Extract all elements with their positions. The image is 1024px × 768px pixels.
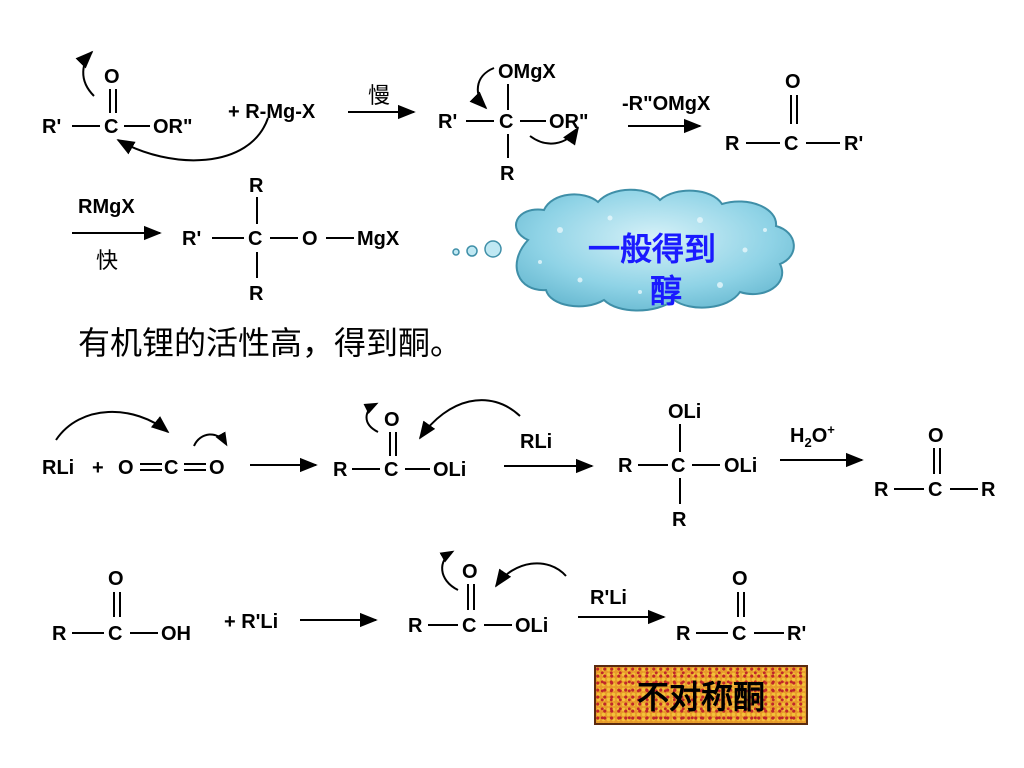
intermediate-top: OMgX — [498, 61, 556, 83]
grignard-reagent: + R-Mg-X — [228, 101, 316, 123]
reaction4-carboxylate: O R C OLi — [408, 550, 567, 637]
ketone-center: C — [784, 133, 798, 155]
ester-carbonyl-o: O — [104, 66, 120, 88]
reaction4-ketone: O R C R' — [676, 568, 806, 645]
plus-sign-3: + — [92, 457, 104, 479]
dilithio-top: OLi — [668, 401, 701, 423]
acid-left: R — [52, 623, 67, 645]
rprime-li-label: R'Li — [590, 587, 627, 609]
alkoxide-top: R — [249, 175, 264, 197]
acid-right: OH — [161, 623, 191, 645]
cloud-text-line2: 醇 — [650, 272, 682, 310]
reaction3-ketone: O R C R — [874, 425, 996, 501]
co2-o1: O — [118, 457, 134, 479]
organolithium: RLi — [42, 457, 74, 479]
carboxylate4-right: OLi — [515, 615, 548, 637]
curved-arrow-nucleophile — [116, 117, 269, 162]
elimination-label: -R"OMgX — [622, 93, 711, 115]
sym-ketone-right: R — [981, 479, 996, 501]
dilithio-right: OLi — [724, 455, 757, 477]
ketone-o: O — [785, 71, 801, 93]
carboxylate-right: OLi — [433, 459, 466, 481]
thought-bubbles — [452, 240, 502, 258]
alkoxide-bottom: R — [249, 283, 264, 305]
carboxylate-center: C — [384, 459, 398, 481]
intermediate-bottom: R — [500, 163, 515, 185]
reaction1-intermediate: OMgX R' C OR" R — [438, 61, 588, 185]
alkoxide-o: O — [302, 228, 318, 250]
reaction1-ester: O R' C OR" — [42, 50, 269, 162]
ketone-right: R' — [844, 133, 863, 155]
intermediate-left: R' — [438, 111, 457, 133]
rli-reagent: RLi — [520, 431, 552, 453]
asym-ketone-center: C — [732, 623, 746, 645]
intermediate-right: OR" — [549, 111, 588, 133]
dilithio-left: R — [618, 455, 633, 477]
sym-ketone-o: O — [928, 425, 944, 447]
asym-ketone-o: O — [732, 568, 748, 590]
curved-arrow-co2 — [193, 431, 228, 447]
ester-right-group: OR" — [153, 116, 192, 138]
intermediate-center: C — [499, 111, 513, 133]
dilithio-bottom: R — [672, 509, 687, 531]
curved-arrow-reform — [469, 67, 495, 110]
carboxylate4-o: O — [462, 561, 478, 583]
alkoxide-center: C — [248, 228, 262, 250]
reaction1-ketone: O R C R' — [725, 71, 863, 155]
curved-arrow-3b — [363, 402, 379, 433]
co2-o2: O — [209, 457, 225, 479]
fast-label: 快 — [96, 249, 118, 274]
rprime-li-reagent: + R'Li — [224, 611, 278, 633]
hydrolysis-label: H2O+ — [790, 422, 835, 450]
acid-o: O — [108, 568, 124, 590]
curved-arrow-4b — [494, 562, 567, 588]
reaction3-carboxylate: O R C OLi — [333, 399, 521, 481]
asym-ketone-right: R' — [787, 623, 806, 645]
asym-ketone-left: R — [676, 623, 691, 645]
alkoxide-product: R R' C O MgX R — [182, 175, 400, 305]
organolithium-note: 有机锂的活性高，得到酮。 — [78, 324, 463, 362]
reaction3-reactants: RLi + O C O — [42, 411, 228, 479]
co2-c: C — [164, 457, 178, 479]
carboxylate-o: O — [384, 409, 400, 431]
reaction4-acid: O R C OH — [52, 568, 191, 645]
curved-arrow-leave — [529, 126, 579, 146]
ester-center-c: C — [104, 116, 118, 138]
asymmetric-ketone-label: 不对称酮 — [594, 665, 808, 725]
sym-ketone-center: C — [928, 479, 942, 501]
alkoxide-right: MgX — [357, 228, 400, 250]
fast-reagent-label: RMgX — [78, 196, 135, 218]
result-cloud: 一般得到 醇 — [515, 188, 795, 312]
alkoxide-left: R' — [182, 228, 201, 250]
curved-arrow-pi-bond — [75, 50, 95, 97]
ester-left-group: R' — [42, 116, 61, 138]
sym-ketone-left: R — [874, 479, 889, 501]
carboxylate4-center: C — [462, 615, 476, 637]
acid-center: C — [108, 623, 122, 645]
curved-arrow-rli — [55, 411, 170, 441]
ketone-left: R — [725, 133, 740, 155]
dilithio-center: C — [671, 455, 685, 477]
curved-arrow-4a — [439, 550, 459, 591]
curved-arrow-3c — [418, 399, 521, 440]
carboxylate4-left: R — [408, 615, 423, 637]
reaction3-intermediate: OLi R C OLi R — [618, 401, 757, 531]
carboxylate-left: R — [333, 459, 348, 481]
cloud-text-line1: 一般得到 — [588, 230, 716, 268]
slow-label: 慢 — [368, 84, 390, 109]
